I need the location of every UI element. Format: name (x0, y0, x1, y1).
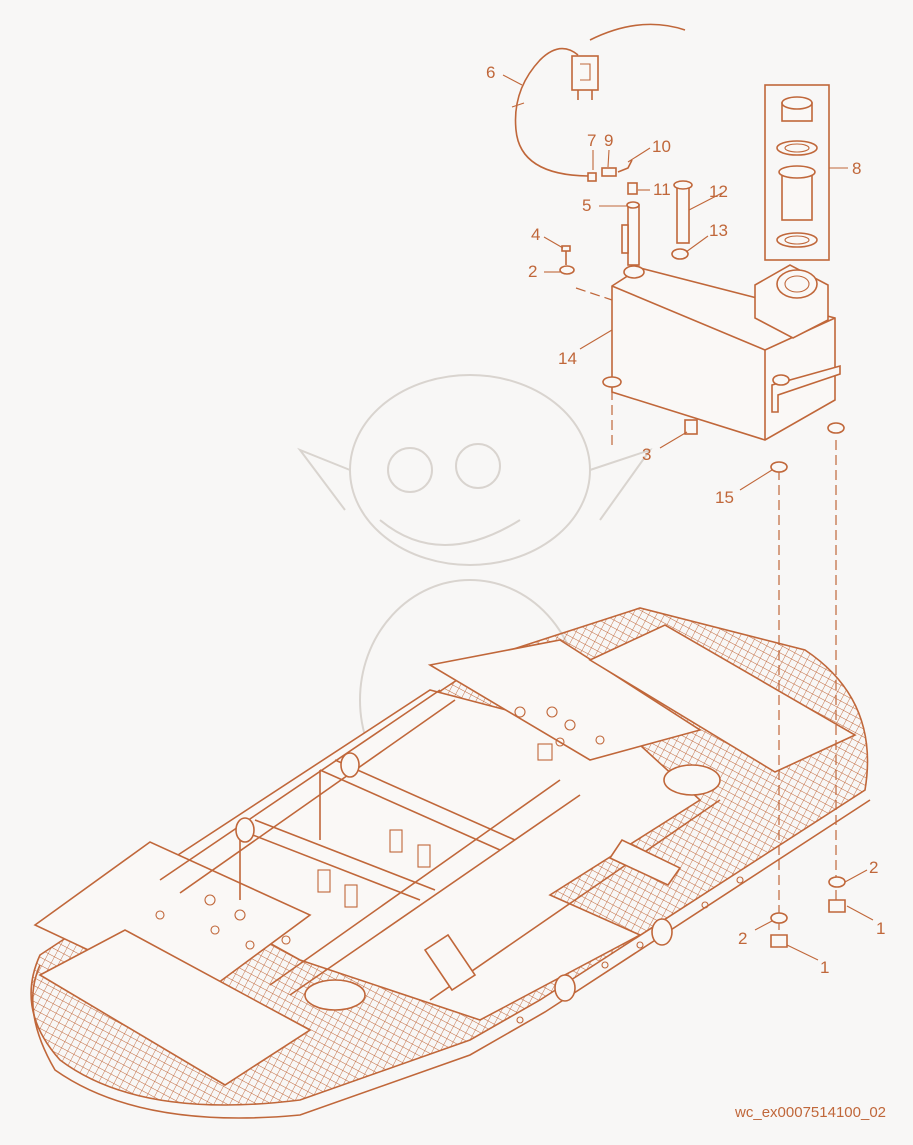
callout-labels: 6 7 9 10 8 11 5 12 4 13 2 14 3 15 2 1 2 … (486, 63, 885, 977)
fuel-tank (602, 264, 845, 441)
watermark-figure (297, 374, 653, 821)
document-id: wc_ex0007514100_02 (735, 1104, 886, 1121)
callout-6: 6 (486, 63, 495, 82)
callout-13: 13 (709, 221, 728, 240)
callout-11: 11 (653, 180, 671, 199)
leader-lines (502, 74, 874, 961)
callout-2b: 2 (869, 858, 878, 877)
callout-9: 9 (604, 131, 613, 150)
callout-15: 15 (715, 488, 734, 507)
callout-4: 4 (531, 225, 540, 244)
callout-5: 5 (582, 196, 591, 215)
callout-8: 8 (852, 159, 861, 178)
brackets (317, 743, 553, 908)
callout-1b: 1 (820, 958, 829, 977)
callout-7: 7 (587, 131, 596, 150)
callout-10: 10 (652, 137, 671, 156)
callout-14: 14 (558, 349, 577, 368)
callout-12: 12 (709, 182, 728, 201)
hardware (511, 23, 846, 948)
callout-1a: 1 (876, 919, 885, 938)
plate-holes (155, 706, 605, 950)
callout-2a: 2 (528, 262, 537, 281)
platform-frame (30, 607, 871, 1119)
assembly-lines (575, 287, 837, 935)
callout-3: 3 (642, 445, 651, 464)
tube-ends (235, 752, 673, 1002)
filler-cap-kit-box (764, 84, 830, 261)
callout-2c: 2 (738, 929, 747, 948)
